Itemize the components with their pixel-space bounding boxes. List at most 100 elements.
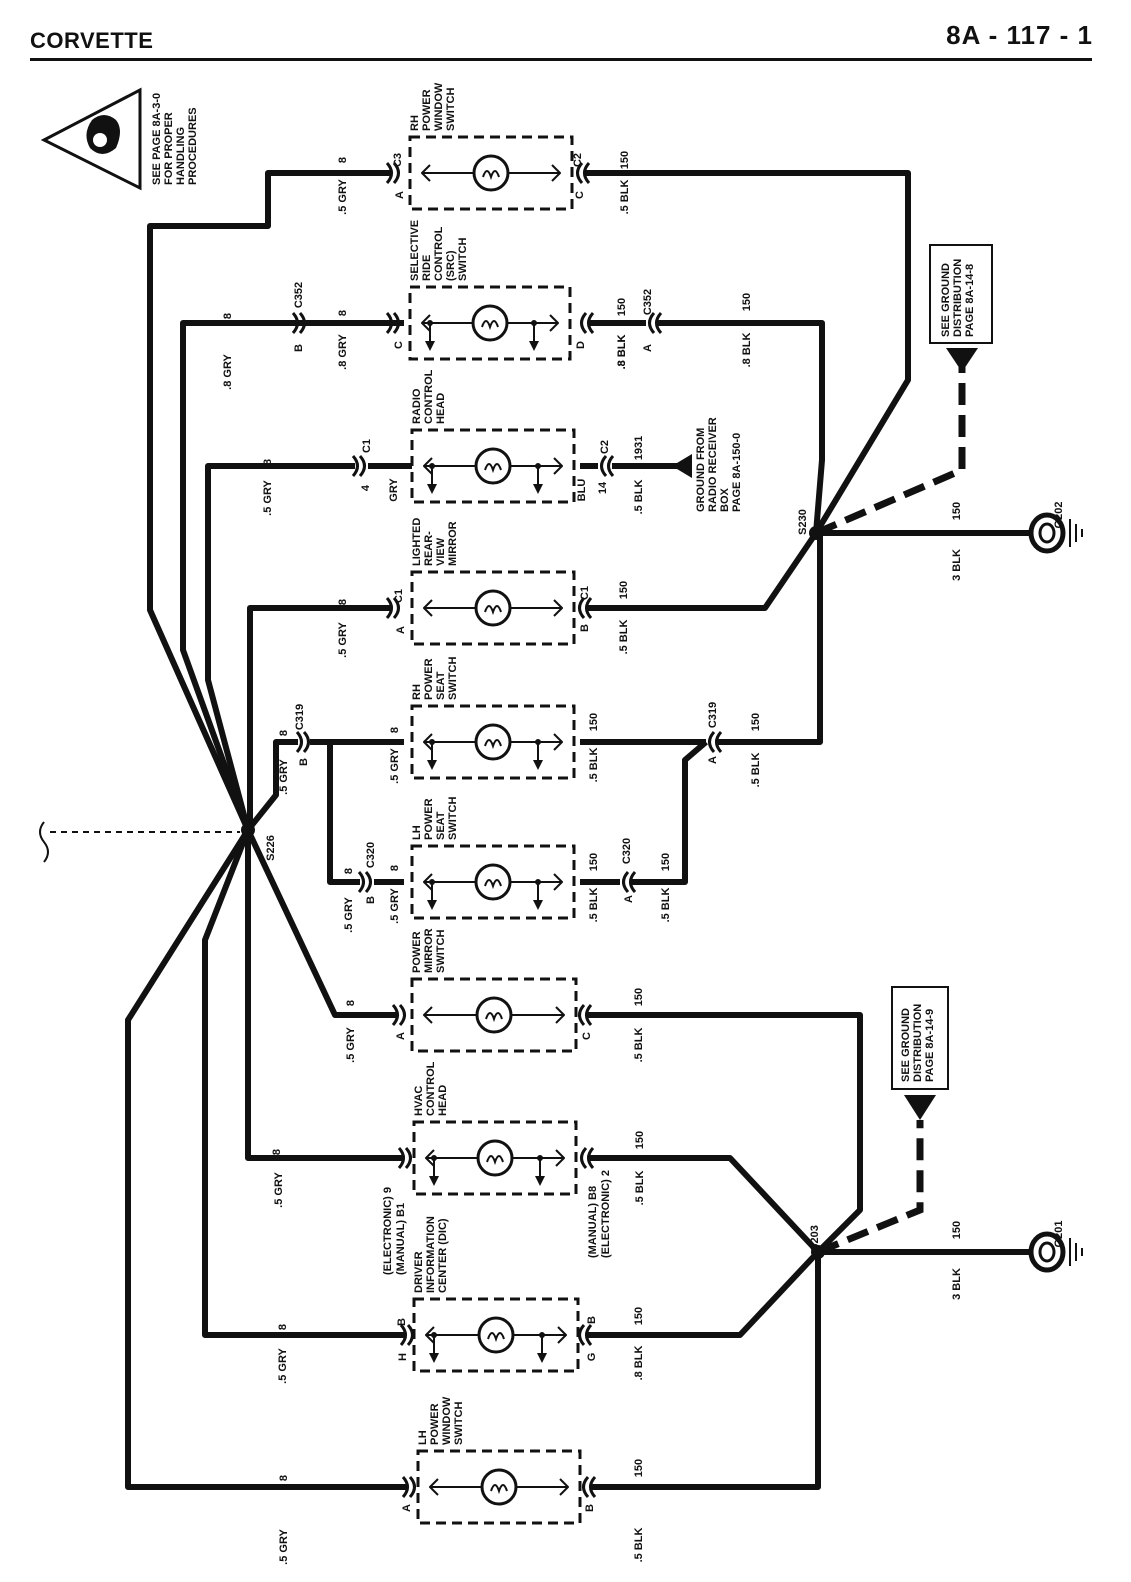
wire-label: .5 GRY [278,1529,290,1565]
circuit-label: 150 [633,988,645,1006]
pin-label: (ELECTRONIC) 2 [600,1170,612,1258]
lh-power-seat-switch-filament-icon [484,879,502,890]
circuit-label: 8 [222,313,234,319]
wire-label: .5 GRY [337,179,349,215]
wire-label: .8 BLK [741,333,753,368]
lh-power-seat-switch-terminal-icon [423,873,563,891]
radio-ground-note: GROUND FROM [695,428,707,512]
radio-control-head-diode-icon [427,484,437,494]
rh-power-window-switch-label: RH [409,115,421,131]
lh-power-seat-switch-label: SEAT [435,811,447,840]
connector-icon [578,596,586,620]
wire-label: .5 BLK [618,620,630,655]
circuit-label: 8 [271,1149,283,1155]
rh-power-seat-switch-label: SEAT [435,671,447,700]
radio-control-head-filament-icon [484,463,502,474]
wire-label: .8 BLK [633,1346,645,1381]
connector-icon [357,870,365,894]
selective-ride-control-switch-filament-icon [481,320,499,331]
connector-icon [392,161,400,185]
ground-dist-arrow-icon [904,1095,936,1120]
radio-control-head-lamp-icon [474,447,512,485]
hvac-control-head-terminal-icon [425,1149,565,1167]
rh-power-window-switch-terminal-icon [421,164,561,182]
wire-label: .5 GRY [278,759,290,795]
wire-label: .8 GRY [222,354,234,390]
s226-label: S226 [265,835,277,861]
blk-wire-rh-seat [580,533,823,745]
blk-wire-src [590,320,825,534]
wire-label: .5 GRY [345,1027,357,1063]
lh-power-seat-switch-lamp-icon [474,863,512,901]
radio-control-head-label: CONTROL [423,369,435,424]
gry-wire-mirror [247,605,390,830]
connector-icon [404,1146,412,1170]
wire-label: .5 BLK [634,1171,646,1206]
radio-control-head-diode-icon [533,484,543,494]
hvac-control-head-label: HVAC [413,1086,425,1116]
pin-label: A [401,1504,413,1512]
connector-icon [580,1146,588,1170]
ground-dist-bottom-box [891,986,949,1090]
circuit-label: 8 [345,1000,357,1006]
connector-label: C320 [621,838,633,864]
circuit-label: 8 [337,310,349,316]
ground-dist-top-box [929,244,993,344]
rh-power-seat-switch-label: SWITCH [447,657,459,700]
s226-splice [241,823,255,837]
driver-information-center-terminal-icon [425,1326,567,1344]
power-mirror-switch-terminal-icon [423,1006,565,1024]
ground-dist-arrow-icon [946,348,978,372]
wire-label: .5 BLK [750,753,762,788]
wire-label: .5 BLK [588,748,600,783]
connector-icon [585,1003,593,1027]
pin-label: G [586,1353,598,1362]
connector-icon [397,1146,405,1170]
hvac-control-head-box [412,1120,578,1196]
ground-dist-top-note: PAGE 8A-14-8 [964,264,976,337]
gry-wire-power-mirror [245,828,396,1018]
connector-label: C2 [599,440,611,454]
gry-wire-src [180,320,390,832]
header-rule [30,58,1092,61]
pin-label: B [584,1504,596,1512]
warning-note: SEE PAGE 8A-3-0 [151,93,163,185]
power-mirror-switch-filament-icon [485,1012,503,1023]
gry-wire-rh-window [147,170,390,832]
warning-note: HANDLING [175,127,187,185]
s203-label: S203 [809,1225,821,1251]
circuit-label: 8 [337,157,349,163]
circuit-label: 1931 [633,436,645,460]
rh-power-window-switch-filament-icon [482,170,500,181]
connector-icon [715,730,723,754]
connector-label: C1 [579,586,591,600]
rh-power-window-switch-label: WINDOW [433,82,445,131]
wire-label: .5 BLK [588,888,600,923]
wire-label: .5 GRY [389,748,401,784]
connector-icon [600,454,608,478]
connector-icon [587,311,595,335]
lh-power-window-switch-label: POWER [429,1403,441,1445]
lighted-rear-view-mirror-filament-icon [484,605,502,616]
connector-label: C1 [361,439,373,453]
connector-label: C352 [642,289,654,315]
lh-power-seat-switch-box [410,844,576,920]
connector-icon [398,1003,406,1027]
pin-label: A [394,191,406,199]
connector-icon [708,730,716,754]
wire-label: .5 BLK [633,480,645,515]
lighted-rear-view-mirror-label: LIGHTED [411,518,423,566]
g202-circuit-label: 150 [951,502,963,520]
connector-icon [385,161,393,185]
blk-wire-ground-dist-top [814,360,966,537]
hvac-control-head-label: CONTROL [425,1061,437,1116]
pin-label: C [393,341,405,349]
g202-eyelet-icon [1028,512,1066,554]
lh-power-window-switch-label: WINDOW [441,1396,453,1445]
blk-wire-lh-window [592,1252,821,1490]
g202-eyelet-icon [1038,522,1056,544]
radio-control-head-label: HEAD [435,393,447,424]
lighted-rear-view-mirror-lamp-icon [474,589,512,627]
connector-icon [622,870,630,894]
